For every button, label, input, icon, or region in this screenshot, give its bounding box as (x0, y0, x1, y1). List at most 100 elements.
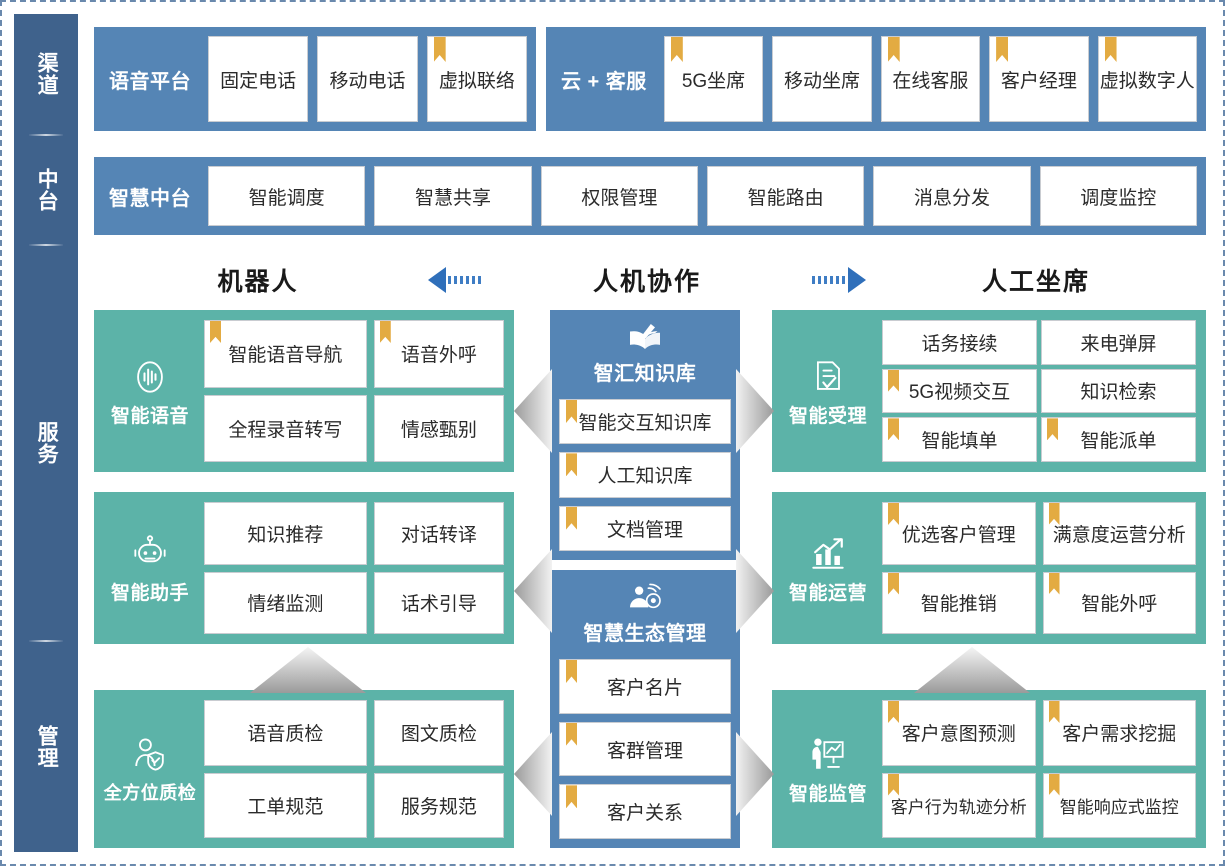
cell-text-image-quality-inspection[interactable]: 图文质检 (373, 700, 504, 766)
cell-knowledge-search[interactable]: 知识检索 (1041, 368, 1196, 414)
cloud-service-items: 5G坐席 移动坐席 在线客服 客户经理 虚拟数字人 (663, 36, 1197, 122)
panel-title: 智能助手 (110, 582, 189, 604)
midplatform-panel: 智慧中台 智能调度 智慧共享 权限管理 智能路由 消息分发 调度监控 (94, 157, 1206, 235)
chip-label: 消息分发 (913, 187, 990, 209)
chip-label: 智能路由 (747, 187, 824, 209)
item-interactive-knowledge-base[interactable]: 智能交互知识库 (559, 399, 731, 445)
item-label: 客群管理 (606, 740, 683, 762)
chip-mobile-phone[interactable]: 移动电话 (317, 36, 418, 122)
chip-message-distribution[interactable]: 消息分发 (873, 166, 1031, 226)
item-customer-relationship[interactable]: 客户关系 (559, 784, 731, 840)
chip-online-service[interactable]: 在线客服 (880, 36, 981, 122)
item-label: 智能交互知识库 (578, 413, 712, 435)
chip-virtual-contact[interactable]: 虚拟联络 (426, 36, 527, 122)
open-book-pen-icon (630, 324, 660, 349)
sidebar-item-channel[interactable]: 渠道 (14, 14, 78, 134)
sidebar-item-management[interactable]: 管理 (14, 642, 78, 852)
flow-arrow-right-acceptance-icon (736, 367, 774, 455)
cell-preferred-customer-management[interactable]: 优选客户管理 (882, 502, 1036, 565)
bookmark-ribbon-icon (888, 701, 899, 723)
chip-virtual-human[interactable]: 虚拟数字人 (1097, 36, 1197, 122)
arrow-right-icon (812, 267, 866, 293)
bookmark-ribbon-icon (1047, 418, 1058, 441)
cell-knowledge-recommendation[interactable]: 知识推荐 (204, 502, 367, 565)
cell-smart-outbound-call[interactable]: 智能外呼 (1042, 571, 1196, 634)
cell-service-standard[interactable]: 服务规范 (373, 772, 504, 838)
chip-label: 虚拟联络 (438, 70, 515, 92)
panel-title: 全方位质检 (103, 783, 197, 803)
cell-full-recording-transcription[interactable]: 全程录音转写 (204, 394, 367, 462)
chip-account-manager[interactable]: 客户经理 (989, 36, 1089, 122)
module-ecosystem-header: 智慧生态管理 (559, 579, 731, 651)
cell-customer-behavior-trajectory-analysis[interactable]: 客户行为轨迹分析 (882, 772, 1036, 838)
chip-mobile-seat[interactable]: 移动坐席 (772, 36, 872, 122)
cell-ticket-standard[interactable]: 工单规范 (204, 772, 367, 838)
cell-label: 来电弹屏 (1080, 333, 1157, 355)
cell-label: 客户意图预测 (901, 724, 1016, 746)
panel-smart-assistant-cells: 知识推荐 对话转译 情绪监测 话术引导 (204, 502, 504, 634)
cell-smart-voice-navigation[interactable]: 智能语音导航 (204, 320, 367, 388)
bookmark-ribbon-icon (566, 785, 577, 809)
cell-voice-outbound[interactable]: 语音外呼 (373, 320, 504, 388)
sidebar-divider (29, 134, 63, 136)
cell-label: 知识检索 (1080, 382, 1157, 404)
bookmark-ribbon-icon (566, 506, 577, 530)
chip-5g-seat[interactable]: 5G坐席 (663, 36, 764, 122)
cell-voice-quality-inspection[interactable]: 语音质检 (204, 700, 367, 766)
cell-incoming-call-popup[interactable]: 来电弹屏 (1041, 320, 1196, 365)
voice-wave-icon (137, 360, 163, 393)
panel-smart-supervision: 智能监管 客户意图预测 客户需求挖掘 客户行为轨迹分析 智能响应式监控 (772, 690, 1206, 848)
cell-smart-dispatch-order[interactable]: 智能派单 (1041, 417, 1196, 462)
flow-arrow-left-voice-icon (514, 367, 552, 455)
cell-smart-form-filling[interactable]: 智能填单 (882, 417, 1037, 462)
cell-label: 服务规范 (400, 796, 477, 818)
cell-label: 智能外呼 (1081, 594, 1158, 616)
item-customer-profile[interactable]: 客户名片 (559, 659, 731, 714)
cell-script-guidance[interactable]: 话术引导 (373, 571, 504, 634)
panel-quality-cells: 语音质检 图文质检 工单规范 服务规范 (204, 700, 504, 838)
item-manual-knowledge-base[interactable]: 人工知识库 (559, 452, 731, 498)
chip-fixed-phone[interactable]: 固定电话 (208, 36, 309, 122)
item-label: 人工知识库 (597, 466, 693, 488)
chip-label: 客户经理 (1000, 70, 1077, 92)
cell-customer-intent-prediction[interactable]: 客户意图预测 (882, 700, 1036, 766)
cell-call-connection[interactable]: 话务接续 (882, 320, 1037, 365)
cell-smart-responsive-monitoring[interactable]: 智能响应式监控 (1042, 772, 1196, 838)
cell-emotion-discrimination[interactable]: 情感甄别 (373, 394, 504, 462)
chip-label: 5G坐席 (681, 70, 746, 92)
sidebar-item-service[interactable]: 服务 (14, 246, 78, 640)
panel-smart-operations: 智能运营 优选客户管理 满意度运营分析 智能推销 智能外呼 (772, 492, 1206, 644)
cell-dialogue-translation[interactable]: 对话转译 (373, 502, 504, 565)
item-document-management[interactable]: 文档管理 (559, 505, 731, 551)
cell-label: 智能填单 (921, 431, 998, 453)
sidebar-item-midplatform[interactable]: 中台 (14, 136, 78, 244)
cell-satisfaction-operation-analysis[interactable]: 满意度运营分析 (1042, 502, 1196, 565)
bookmark-ribbon-icon (1048, 503, 1060, 525)
cell-customer-demand-mining[interactable]: 客户需求挖掘 (1042, 700, 1196, 766)
cell-label: 满意度运营分析 (1052, 524, 1186, 546)
cell-5g-video-interaction[interactable]: 5G视频交互 (882, 368, 1037, 414)
cell-smart-marketing[interactable]: 智能推销 (882, 571, 1036, 634)
sidebar-item-label: 管理 (35, 725, 59, 769)
panel-operations-cells: 优选客户管理 满意度运营分析 智能推销 智能外呼 (882, 502, 1196, 634)
chip-dispatch-monitoring[interactable]: 调度监控 (1039, 166, 1197, 226)
bookmark-ribbon-icon (996, 37, 1009, 62)
collab-label-human-machine: 人机协作 (592, 268, 701, 296)
midplatform-title: 智慧中台 (109, 187, 191, 210)
chip-permission-management[interactable]: 权限管理 (540, 166, 698, 226)
cell-label: 智能语音导航 (228, 345, 343, 367)
panel-operations-header: 智能运营 (782, 532, 874, 605)
cell-emotion-monitoring[interactable]: 情绪监测 (204, 571, 367, 634)
cell-label: 情感甄别 (400, 419, 477, 441)
cell-label: 5G视频交互 (908, 382, 1011, 404)
chip-smart-dispatch[interactable]: 智能调度 (208, 166, 366, 226)
cell-label: 全程录音转写 (228, 419, 343, 441)
chip-smart-sharing[interactable]: 智慧共享 (374, 166, 532, 226)
item-customer-group-management[interactable]: 客群管理 (559, 721, 731, 777)
panel-quality-header: 全方位质检 (104, 733, 196, 805)
cell-label: 语音外呼 (400, 345, 477, 367)
robot-icon (134, 534, 166, 562)
chip-label: 在线客服 (892, 70, 969, 92)
chip-smart-routing[interactable]: 智能路由 (706, 166, 865, 226)
